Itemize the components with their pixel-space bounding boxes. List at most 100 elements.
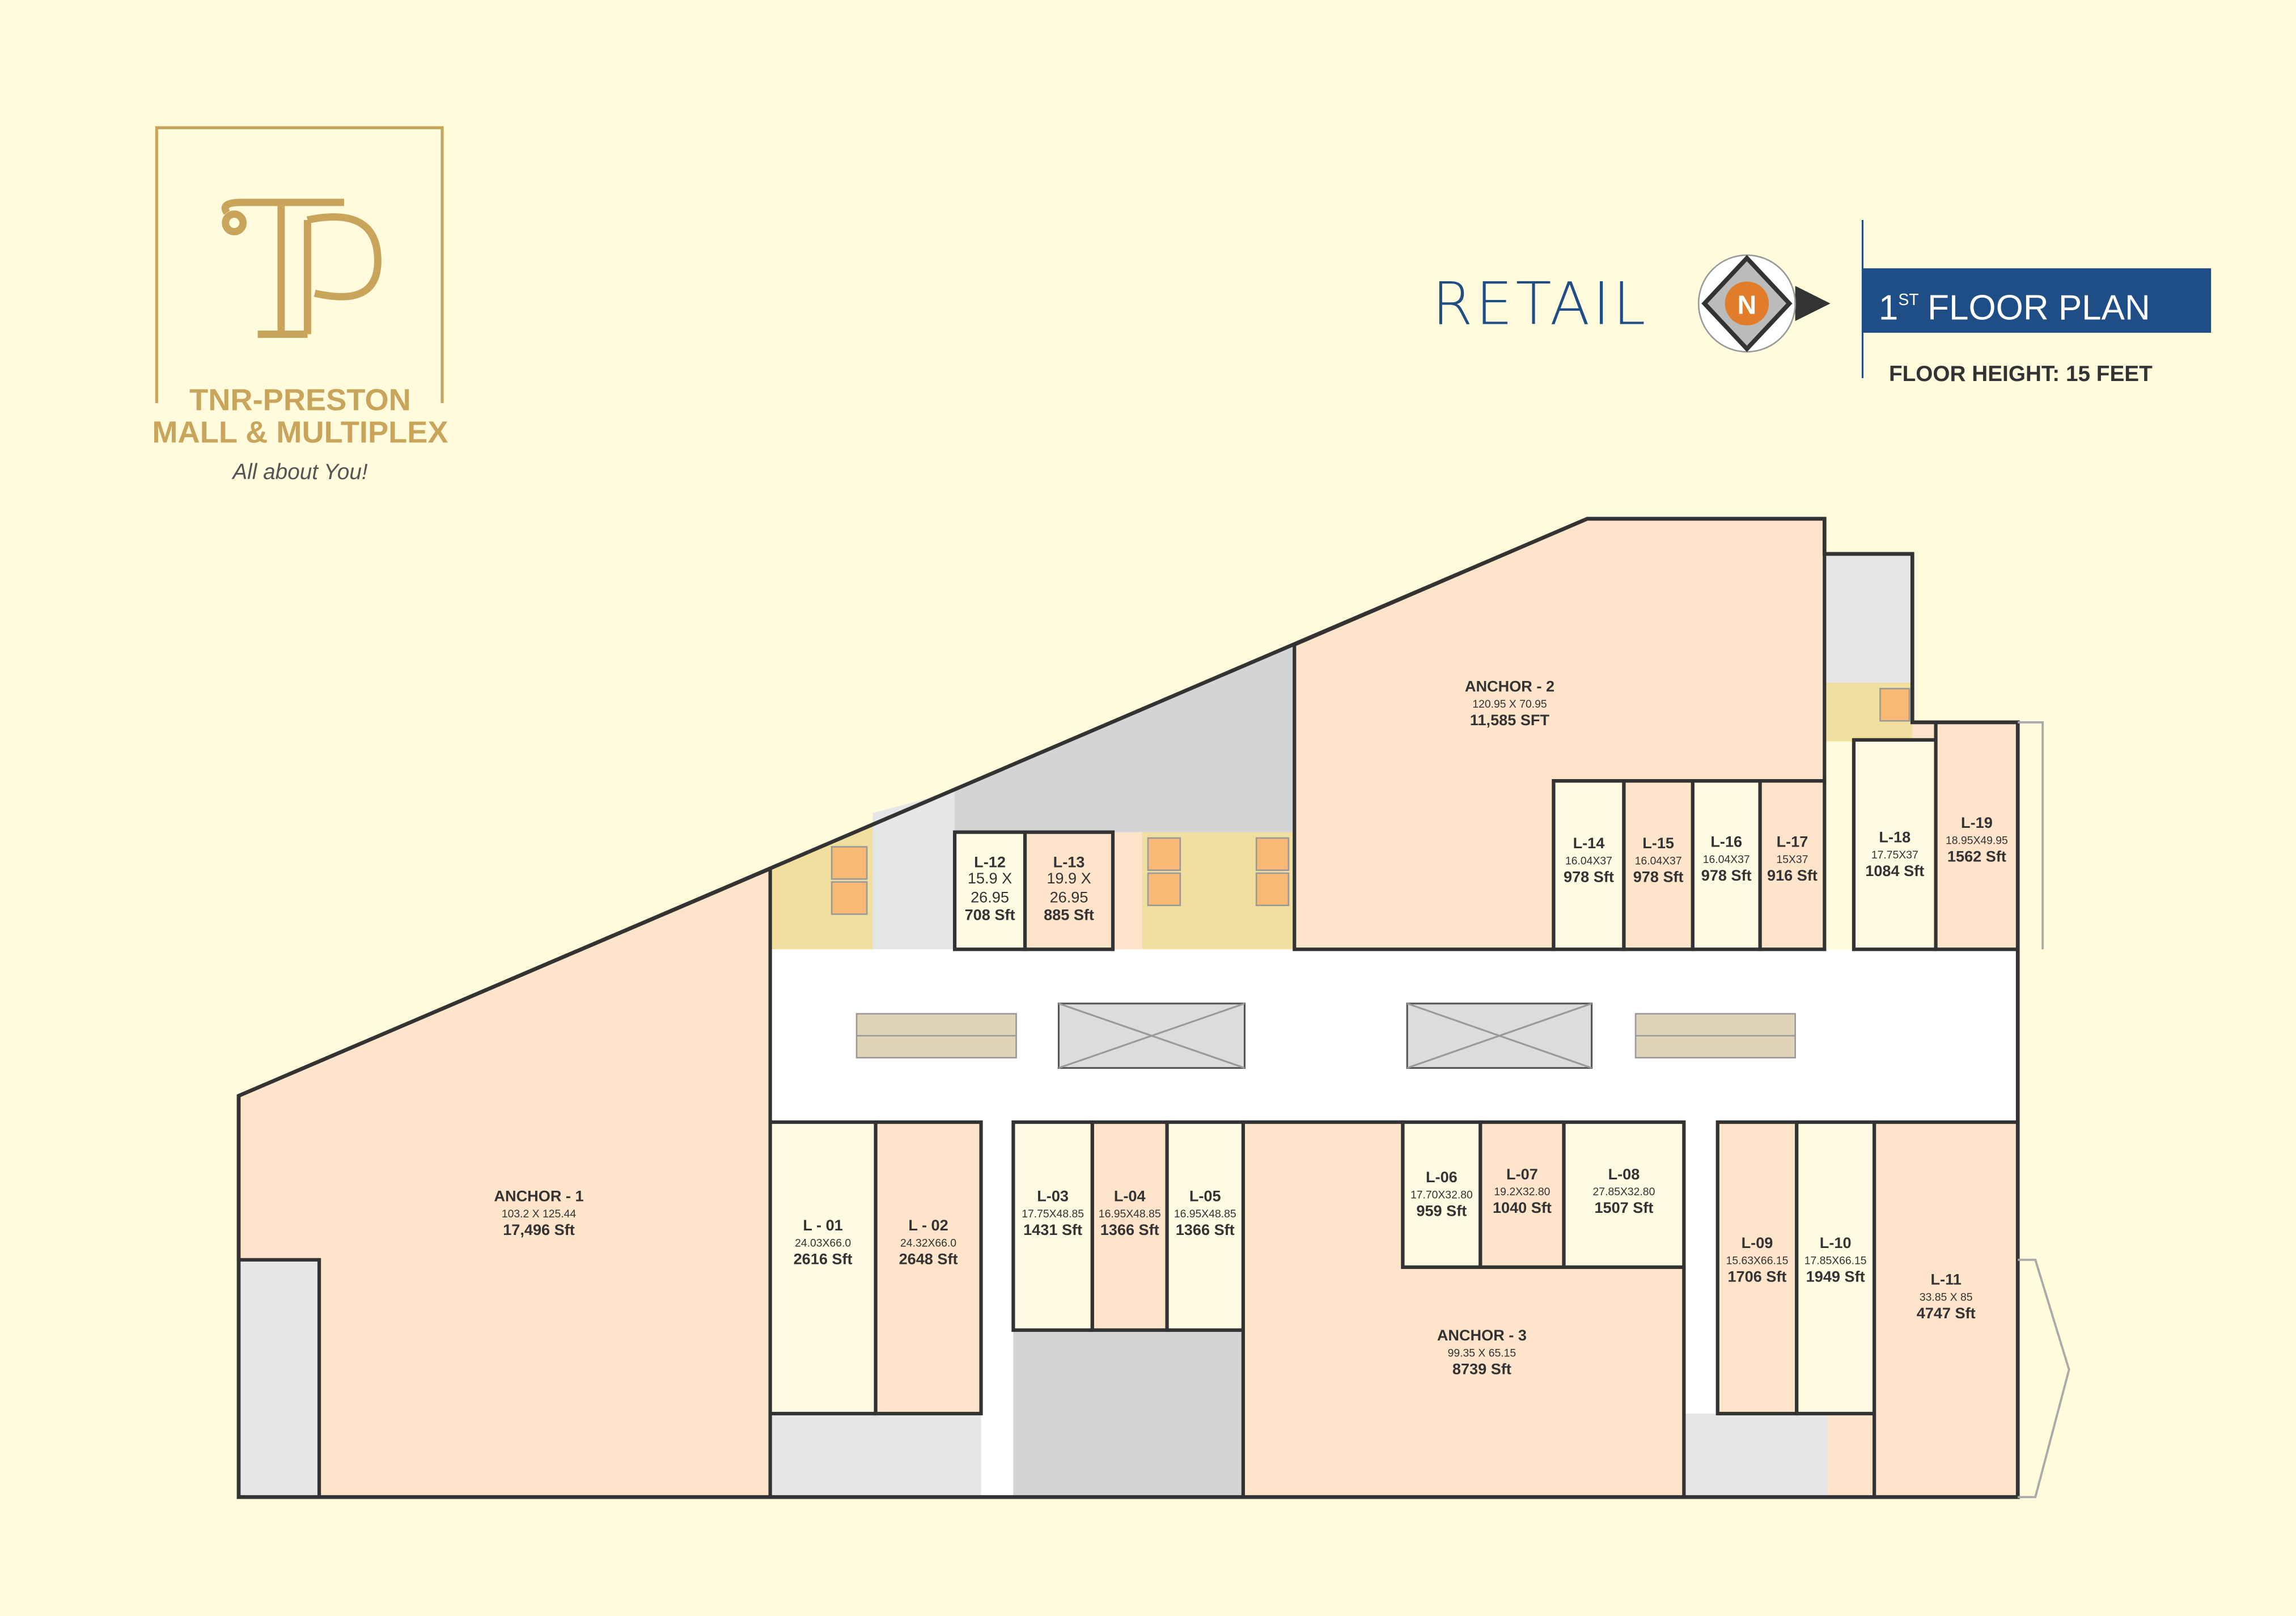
unit-dims: 16.04X37	[1703, 853, 1750, 866]
logo-line2: MALL & MULTIPLEX	[152, 416, 448, 450]
unit-boundary[interactable]	[1562, 1120, 1686, 1269]
north-compass-icon: N	[1697, 254, 1831, 353]
unit-label: L - 01	[803, 1216, 842, 1234]
unit-boundary[interactable]	[768, 1120, 878, 1416]
unit-dims: 17.75X37	[1871, 849, 1918, 861]
escalator-icons	[855, 1013, 1796, 1059]
unit-dims: 16.95X48.85	[1099, 1208, 1161, 1220]
unit-boundary[interactable]	[1023, 830, 1115, 951]
unit-boundary[interactable]	[952, 830, 1027, 951]
unit-boundary[interactable]	[1011, 1120, 1094, 1332]
unit-area: 11,585 SFT	[1470, 711, 1550, 729]
unit-dims: 16.04X37	[1565, 854, 1612, 867]
unit-boundary[interactable]	[1401, 1120, 1482, 1269]
logo-frame	[155, 126, 444, 403]
unit-dims: 99.35 X 65.15	[1448, 1347, 1516, 1359]
unit-area: 1562 Sft	[1947, 847, 2006, 865]
unit-dims: 33.85 X 85	[1920, 1291, 1973, 1304]
unit-dims: 27.85X32.80	[1593, 1186, 1655, 1198]
unit-label: L-16	[1710, 832, 1742, 850]
unit-area: 17,496 Sft	[503, 1221, 575, 1238]
unit-label: L-04	[1114, 1187, 1146, 1205]
unit-area: 1949 Sft	[1806, 1268, 1865, 1285]
unit-label: ANCHOR - 3	[1437, 1326, 1527, 1344]
staircase-north-east	[1824, 553, 1913, 683]
floor-title-banner	[1862, 268, 2212, 333]
unit-dims: 16.95X48.85	[1174, 1208, 1236, 1220]
unit-area: 708 Sft	[965, 906, 1015, 924]
unit-boundary[interactable]	[1090, 1120, 1169, 1332]
unit-area: 978 Sft	[1564, 868, 1614, 885]
logo-line1: TNR-PRESTON	[189, 383, 411, 417]
unit-dims: 17.75X48.85	[1022, 1208, 1084, 1220]
unit-label: L-15	[1642, 834, 1674, 852]
unit-boundary[interactable]	[1552, 779, 1626, 951]
unit-dims: 18.95X49.95	[1946, 834, 2008, 847]
unit-boundary[interactable]	[1873, 1120, 2020, 1499]
unit-label: L-08	[1608, 1165, 1640, 1183]
unit-area: 885 Sft	[1044, 906, 1094, 924]
unit-area: 1431 Sft	[1023, 1221, 1082, 1238]
unit-dims: 15X37	[1776, 853, 1808, 866]
tp-monogram-icon	[221, 198, 382, 338]
unit-label: L-05	[1189, 1187, 1221, 1205]
unit-label: L-18	[1879, 828, 1910, 846]
unit-dims: 26.95	[1050, 889, 1088, 906]
unit-boundary[interactable]	[1715, 1120, 1799, 1416]
unit-label: L-10	[1820, 1234, 1852, 1251]
logo-tagline: All about You!	[231, 460, 368, 484]
unit-boundary[interactable]	[1691, 779, 1762, 951]
east-passage	[1824, 741, 1854, 950]
unit-dims: 19.2X32.80	[1494, 1186, 1550, 1198]
unit-area: 2648 Sft	[899, 1250, 958, 1268]
unit-boundary[interactable]	[1758, 779, 1827, 951]
unit-label: L-03	[1037, 1187, 1069, 1205]
unit-boundary[interactable]	[1622, 779, 1695, 951]
staircase-north-west	[872, 791, 955, 950]
lift-cars	[831, 688, 1910, 915]
unit-area: 2616 Sft	[794, 1250, 853, 1268]
unit-area: 8739 Sft	[1452, 1360, 1511, 1377]
unit-label: ANCHOR - 1	[494, 1187, 583, 1205]
staircase-south-west	[770, 1414, 981, 1497]
unit-boundary[interactable]	[1165, 1120, 1245, 1332]
unit-area: 1507 Sft	[1594, 1199, 1653, 1216]
unit-boundary[interactable]	[1795, 1120, 1876, 1416]
unit-boundary[interactable]	[874, 1120, 983, 1416]
unit-dims: 120.95 X 70.95	[1472, 698, 1547, 710]
unit-dims: 15.63X66.15	[1726, 1255, 1789, 1267]
unit-label: L - 02	[908, 1216, 948, 1234]
unit-dims: 103.2 X 125.44	[502, 1208, 577, 1220]
unit-area: 978 Sft	[1701, 866, 1752, 884]
unit-label: L-09	[1742, 1234, 1773, 1251]
unit-label: L-12	[974, 853, 1006, 871]
unit-label: L-14	[1573, 834, 1605, 852]
atrium-voids	[1057, 1002, 1593, 1069]
south-passage	[981, 1122, 1014, 1497]
unit-label: L-19	[1961, 814, 1993, 831]
unit-dims: 17.85X66.15	[1804, 1255, 1867, 1267]
staircase-south-east	[1684, 1414, 1828, 1497]
